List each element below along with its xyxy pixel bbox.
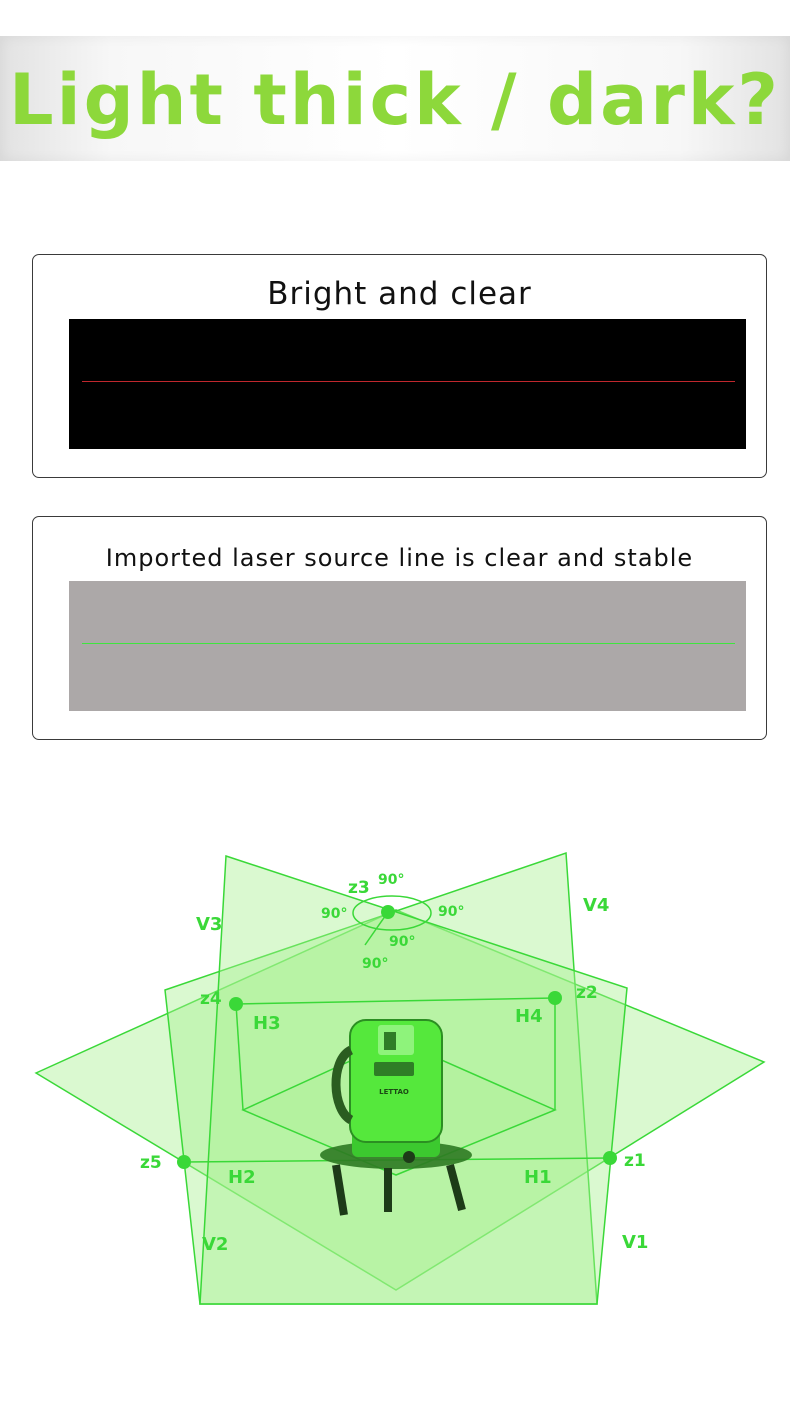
page-title: Light thick / dark?	[8, 59, 782, 141]
label-z5: z5	[140, 1153, 162, 1173]
green-laser-line	[82, 643, 735, 644]
dark-demo-panel	[69, 319, 746, 449]
point-z5	[177, 1155, 191, 1169]
gray-demo-panel	[69, 581, 746, 711]
laser-planes-diagram: LETTAO V3 V4 V2 V1 H3 H4 H2 H1 z3 z4 z2 …	[34, 851, 766, 1305]
laser-device: LETTAO	[320, 1019, 472, 1216]
label-h1: H1	[524, 1167, 552, 1188]
point-z2	[548, 991, 562, 1005]
point-z4	[229, 997, 243, 1011]
red-laser-line	[82, 381, 735, 382]
top-rotation-ring	[352, 895, 432, 931]
angle-top: 90°	[378, 872, 404, 888]
card-title-bright: Bright and clear	[267, 276, 532, 312]
angle-right: 90°	[438, 904, 464, 920]
label-z2: z2	[576, 983, 598, 1003]
label-z1: z1	[624, 1151, 646, 1171]
label-h3: H3	[253, 1013, 281, 1034]
label-h4: H4	[515, 1006, 543, 1027]
angle-lower: 90°	[362, 956, 388, 972]
bright-clear-card: Bright and clear	[32, 254, 767, 478]
angle-front: 90°	[389, 934, 415, 950]
label-z4: z4	[200, 989, 222, 1009]
angle-left: 90°	[321, 906, 347, 922]
label-v3: V3	[196, 914, 222, 935]
label-v2: V2	[202, 1234, 228, 1255]
header-banner: Light thick / dark?	[0, 36, 790, 161]
label-h2: H2	[228, 1167, 256, 1188]
device-brand: LETTAO	[379, 1088, 409, 1096]
label-v4: V4	[583, 895, 609, 916]
label-z3: z3	[348, 878, 370, 898]
stable-line-card: Imported laser source line is clear and …	[32, 516, 767, 740]
point-z3	[381, 905, 395, 919]
point-z1	[603, 1151, 617, 1165]
card-title-stable: Imported laser source line is clear and …	[105, 544, 694, 572]
label-v1: V1	[622, 1232, 648, 1253]
